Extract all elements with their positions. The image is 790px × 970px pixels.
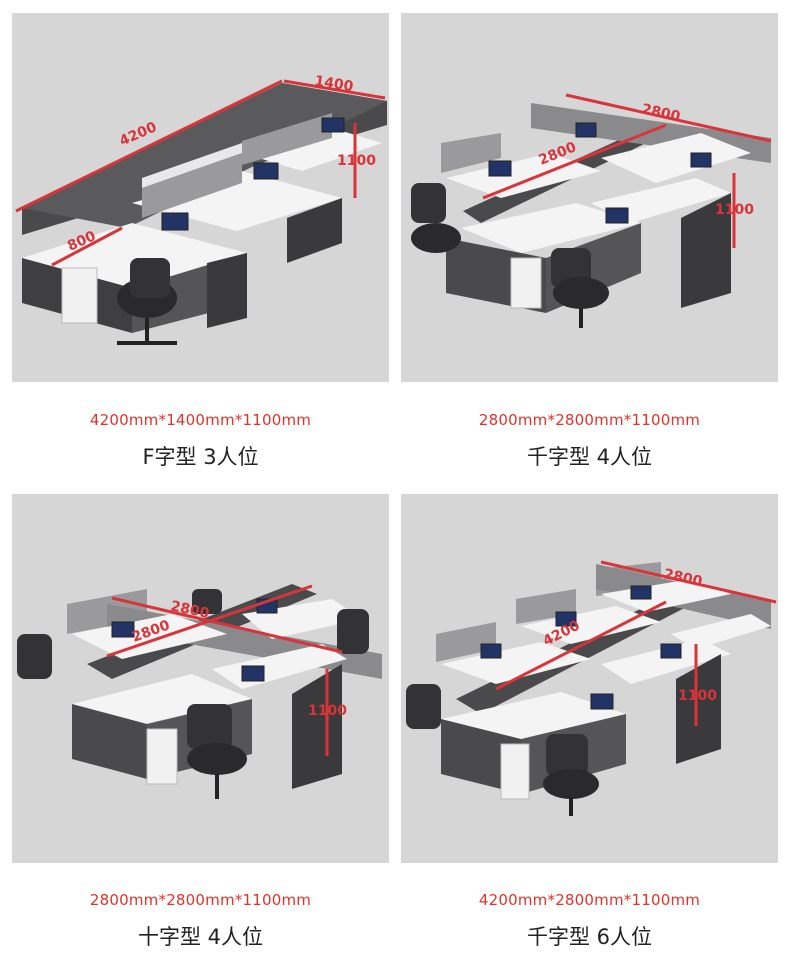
chair-icon [411, 183, 446, 223]
dimension-label-width: 2800 [662, 566, 704, 590]
product-card-qian-6seat[interactable]: 2800 4200 1100 4200mm*2800mm*1100mm 千字型 … [401, 494, 778, 949]
workstation-illustration: 2800 2800 1100 [17, 584, 382, 799]
monitor-icon [321, 117, 345, 133]
product-name: 千字型 6人位 [526, 925, 653, 949]
dimension-label-width: 2800 [169, 598, 211, 622]
chair-icon [187, 704, 232, 749]
product-card-f-3seat[interactable]: 4200 1400 1100 800 4200mm*1400mm*1100mm … [12, 13, 389, 469]
product-spec: 4200mm*2800mm*1100mm [478, 891, 701, 909]
product-name: F字型 3人位 [142, 445, 259, 469]
product-spec: 2800mm*2800mm*1100mm [478, 411, 701, 429]
product-card-qian-4seat[interactable]: 2800 2800 1100 2800mm*2800mm*1100mm 千字型 … [401, 13, 778, 469]
chair-icon [546, 734, 588, 776]
monitor-icon [161, 212, 189, 231]
dimension-label-height: 1100 [308, 703, 347, 719]
chair-icon [192, 589, 222, 614]
product-name: 千字型 4人位 [526, 445, 653, 469]
dimension-label-height: 1100 [678, 688, 717, 704]
dimension-label-height: 1100 [337, 153, 376, 169]
chair-icon [17, 634, 52, 679]
workstation-illustration: 4200 1400 1100 800 [15, 73, 387, 345]
product-name: 十字型 4人位 [137, 925, 264, 949]
product-card-cross-4seat[interactable]: 2800 2800 1100 2800mm*2800mm*1100mm 十字型 … [12, 494, 389, 949]
dimension-label-height: 1100 [715, 202, 754, 218]
product-photo: 2800 2800 1100 [401, 13, 778, 382]
chair-icon [337, 609, 369, 654]
product-photo: 2800 2800 1100 [12, 494, 389, 863]
product-spec: 2800mm*2800mm*1100mm [89, 891, 312, 909]
workstation-illustration: 2800 2800 1100 [411, 93, 772, 328]
monitor-icon [253, 162, 279, 180]
product-spec: 4200mm*1400mm*1100mm [89, 411, 312, 429]
dimension-label-width: 2800 [640, 101, 682, 125]
product-photo: 4200 1400 1100 800 [12, 13, 389, 382]
chair-icon [406, 684, 441, 729]
dimension-label-width: 1400 [313, 73, 354, 95]
workstation-illustration: 2800 4200 1100 [406, 560, 777, 816]
product-photo: 2800 4200 1100 [401, 494, 778, 863]
